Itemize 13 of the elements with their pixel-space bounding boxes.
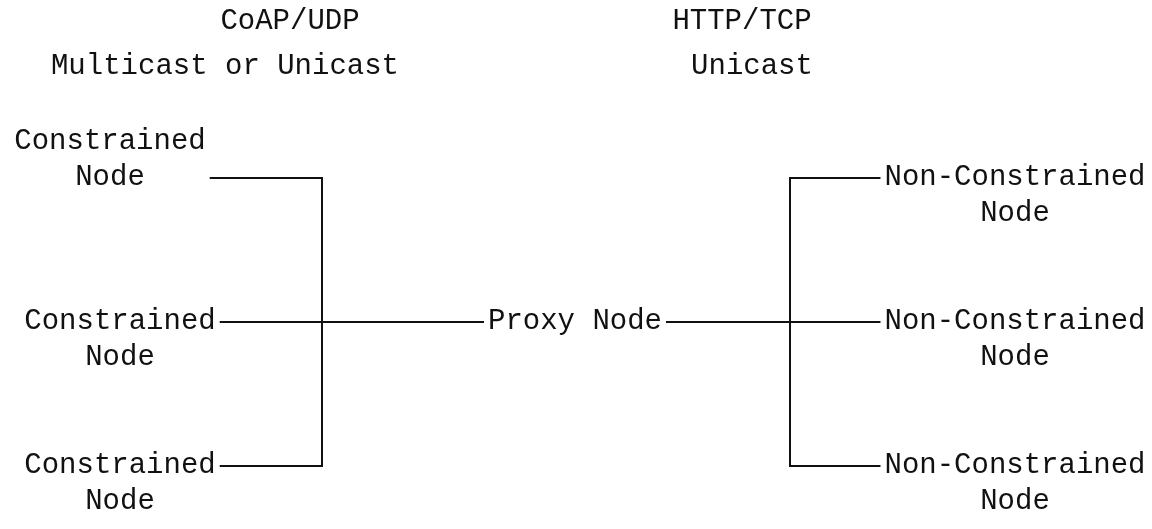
protocol-label: HTTP/TCP [672,4,812,40]
node-label: Constrained Node [14,124,206,196]
node-label: Non-Constrained Node [884,160,1146,232]
connector-line [218,321,485,467]
node-label: Constrained Node [24,448,216,520]
protocol-label: Multicast or Unicast [50,49,400,85]
protocol-label: CoAP/UDP [220,4,360,40]
node-label: Non-Constrained Node [884,448,1146,520]
protocol-label: Unicast [691,49,813,85]
node-label: Proxy Node [488,304,662,340]
node-label: Constrained Node [24,304,216,376]
node-label: Non-Constrained Node [884,304,1146,376]
connector-line [665,321,882,467]
